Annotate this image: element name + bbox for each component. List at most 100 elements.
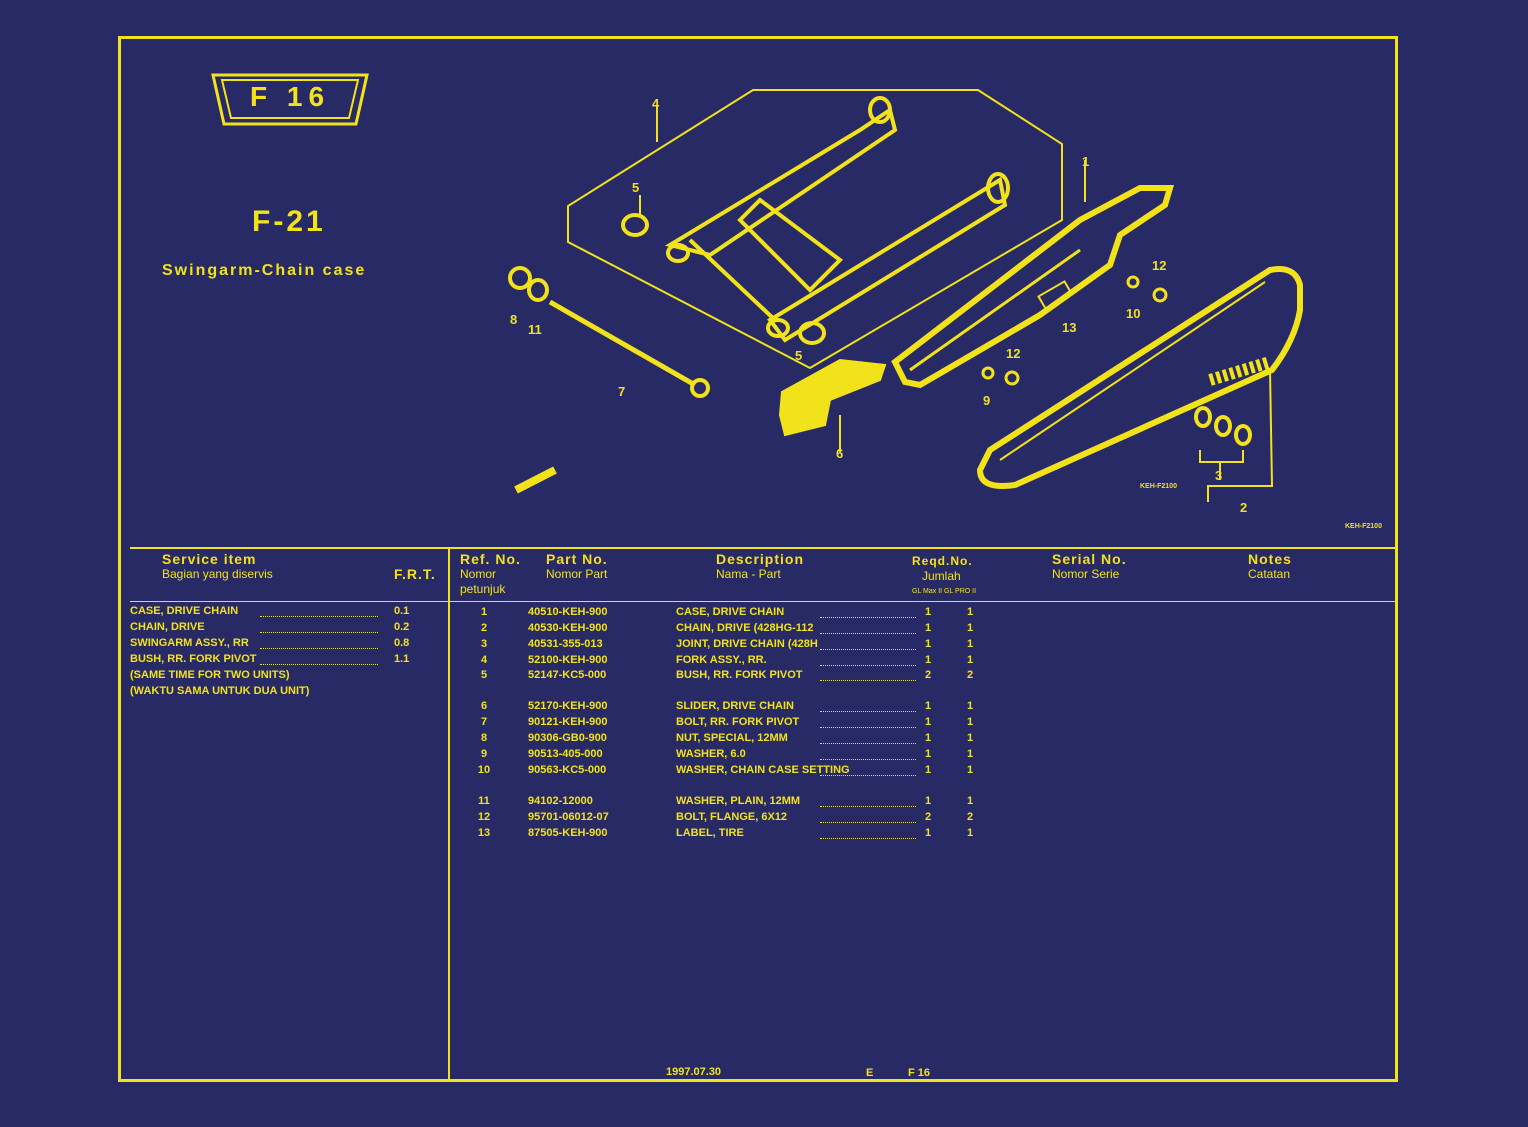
callout-label: 12: [1152, 258, 1166, 273]
part-description: SLIDER, DRIVE CHAIN: [676, 700, 794, 712]
dot-leader: [820, 711, 916, 712]
part-number: 40531-355-013: [528, 638, 603, 650]
part-ref: 9: [480, 748, 488, 760]
service-item-label: BUSH, RR. FORK PIVOT: [130, 653, 257, 665]
callout-label: 8: [510, 312, 517, 327]
part-qty-2: 2: [966, 669, 974, 681]
callout-label: 3: [1215, 468, 1222, 483]
part-qty-1: 2: [924, 669, 932, 681]
service-item-frt: 0.1: [394, 605, 410, 617]
dot-leader: [820, 838, 916, 839]
service-item-frt: 0.8: [394, 637, 410, 649]
part-qty-1: 1: [924, 716, 932, 728]
part-number: 90121-KEH-900: [528, 716, 608, 728]
dot-leader: [820, 822, 916, 823]
bush-part: [621, 213, 649, 237]
header-notes: Notes Catatan: [1248, 551, 1292, 582]
swingarm-group-outline: [567, 89, 1063, 370]
part-description: BUSH, RR. FORK PIVOT: [676, 669, 803, 681]
part-description: BOLT, FLANGE, 6X12: [676, 811, 788, 823]
header-reqd-no: Reqd.No. Jumlah GL Max II GL PRO II: [912, 554, 977, 595]
pivot-bolt: [548, 299, 697, 388]
part-qty-1: 1: [924, 827, 932, 839]
part-qty-1: 1: [924, 606, 932, 618]
part-number: 52170-KEH-900: [528, 700, 608, 712]
part-ref: 4: [480, 654, 488, 666]
part-qty-2: 1: [966, 700, 974, 712]
drive-chain: [976, 266, 1303, 489]
part-ref: 13: [477, 827, 491, 839]
dot-leader: [820, 665, 916, 666]
footer-date: 1997.07.30: [666, 1066, 722, 1078]
part-qty-2: 1: [966, 622, 974, 634]
callout-label: 4: [652, 96, 660, 111]
dot-leader: [260, 632, 378, 633]
header-description: Description Nama - Part: [716, 551, 805, 582]
part-description: FORK ASSY., RR.: [676, 654, 767, 666]
part-description: CASE, DRIVE CHAIN: [676, 606, 785, 618]
dot-leader: [820, 775, 916, 776]
callout-label: 11: [528, 322, 542, 337]
part-qty-1: 1: [924, 795, 932, 807]
service-item-frt: 1.1: [394, 653, 410, 665]
section-badge: F 16: [210, 72, 370, 128]
callout-label: 2: [1240, 500, 1247, 515]
part-description: NUT, SPECIAL, 12MM: [676, 732, 788, 744]
bush-part: [798, 321, 826, 345]
part-qty-2: 2: [966, 811, 974, 823]
callout-label: 10: [1126, 306, 1140, 321]
part-ref: 8: [480, 732, 488, 744]
part-qty-1: 1: [924, 764, 932, 776]
callout-label: 6: [836, 446, 843, 461]
service-item-label: CHAIN, DRIVE: [130, 621, 205, 633]
part-number: 90513-405-000: [528, 748, 603, 760]
part-number: 90306-GB0-900: [528, 732, 607, 744]
section-code: F-21: [252, 205, 326, 238]
header-ref-no: Ref. No. Nomor petunjuk: [460, 551, 521, 597]
part-description: WASHER, CHAIN CASE SETTING: [676, 764, 850, 776]
part-description: WASHER, 6.0: [676, 748, 746, 760]
header-frt: F.R.T.: [394, 566, 436, 582]
callout-label: 12: [1006, 346, 1020, 361]
dot-leader: [820, 727, 916, 728]
part-ref: 3: [480, 638, 488, 650]
part-number: 52100-KEH-900: [528, 654, 608, 666]
swingarm-shape: [664, 106, 1008, 343]
header-serial-no: Serial No. Nomor Serie: [1052, 551, 1127, 582]
part-qty-1: 1: [924, 622, 932, 634]
dot-leader: [820, 806, 916, 807]
dot-leader: [820, 633, 916, 634]
callout-label: 9: [983, 393, 990, 408]
part-qty-1: 1: [924, 748, 932, 760]
part-ref: 10: [477, 764, 491, 776]
dot-leader: [260, 664, 378, 665]
part-ref: 6: [480, 700, 488, 712]
part-qty-1: 1: [924, 654, 932, 666]
chain-case-part: [891, 185, 1175, 389]
footer-lang: E: [866, 1067, 874, 1079]
part-description: BOLT, RR. FORK PIVOT: [676, 716, 800, 728]
header-service-item: Service item Bagian yang diservis: [162, 551, 273, 582]
service-item-label: (SAME TIME FOR TWO UNITS): [130, 669, 290, 681]
part-number: 94102-12000: [528, 795, 593, 807]
corner-code: KEH-F2100: [1345, 523, 1382, 530]
part-number: 40530-KEH-900: [528, 622, 608, 634]
part-description: CHAIN, DRIVE (428HG-112: [676, 622, 814, 634]
exploded-parts-diagram: 4 5 1 12 10 13 12 11 8 5 7 6 9 3 2 KEH-F…: [508, 89, 1382, 530]
callout-label: 5: [632, 180, 639, 195]
part-number: 90563-KC5-000: [528, 764, 607, 776]
part-qty-1: 1: [924, 700, 932, 712]
part-ref: 11: [478, 795, 490, 807]
dot-leader: [820, 759, 916, 760]
part-description: JOINT, DRIVE CHAIN (428H: [676, 638, 818, 650]
part-qty-2: 1: [966, 716, 974, 728]
part-description: WASHER, PLAIN, 12MM: [676, 795, 801, 807]
part-qty-2: 1: [966, 654, 974, 666]
service-item-label: SWINGARM ASSY., RR: [130, 637, 249, 649]
table-top-line: [130, 547, 1398, 549]
slider-part: [778, 358, 887, 437]
part-number: 87505-KEH-900: [528, 827, 608, 839]
part-qty-2: 1: [966, 748, 974, 760]
part-qty-2: 1: [966, 606, 974, 618]
part-qty-1: 2: [924, 811, 932, 823]
